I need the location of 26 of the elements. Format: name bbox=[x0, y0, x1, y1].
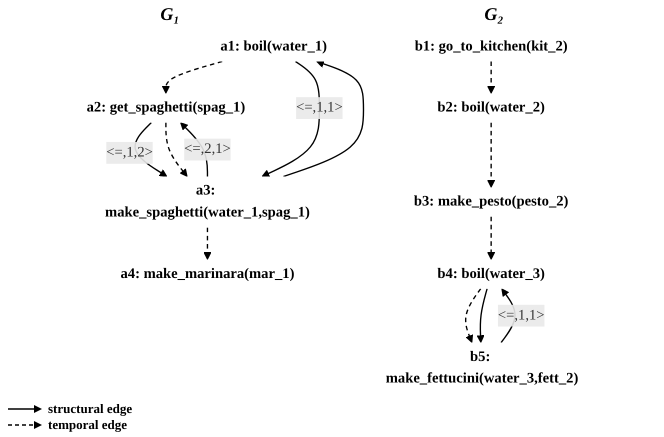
edge-label: <=,1,1> bbox=[497, 307, 544, 323]
arrow bbox=[464, 288, 481, 343]
arrow bbox=[476, 288, 488, 343]
node-text: a4: make_marinara(mar_1) bbox=[120, 266, 294, 282]
edge-label: <=,1,2> bbox=[106, 144, 152, 160]
edge-label: <=,2,1> bbox=[184, 141, 230, 157]
node-text: b1: go_to_kitchen(kit_2) bbox=[414, 38, 568, 54]
node-text: b2: boil(water_2) bbox=[436, 100, 544, 116]
node-text: b3: make_pesto(pesto_2) bbox=[413, 194, 568, 210]
graph-heading: G₂ bbox=[484, 4, 504, 25]
node-text: b5: make_fettucini(water_3,fett_2) bbox=[385, 348, 578, 386]
node-text: b4: boil(water_3) bbox=[436, 266, 544, 282]
legend-text: structural edge bbox=[48, 401, 132, 417]
arrow bbox=[486, 216, 495, 260]
node-text: a3: make_spaghetti(water_1,spag_1) bbox=[104, 182, 310, 220]
arrow bbox=[486, 62, 495, 94]
arrow bbox=[282, 60, 364, 178]
node-text: a2: get_spaghetti(spag_1) bbox=[86, 100, 245, 116]
arrow bbox=[486, 122, 495, 188]
arrow bbox=[164, 122, 188, 177]
arrow bbox=[202, 228, 211, 260]
graph-heading: G₁ bbox=[160, 4, 180, 25]
arrow bbox=[161, 60, 222, 94]
edge-label: <=,1,1> bbox=[296, 100, 342, 116]
legend-text: temporal edge bbox=[48, 417, 128, 433]
node-text: a1: boil(water_1) bbox=[220, 38, 327, 54]
